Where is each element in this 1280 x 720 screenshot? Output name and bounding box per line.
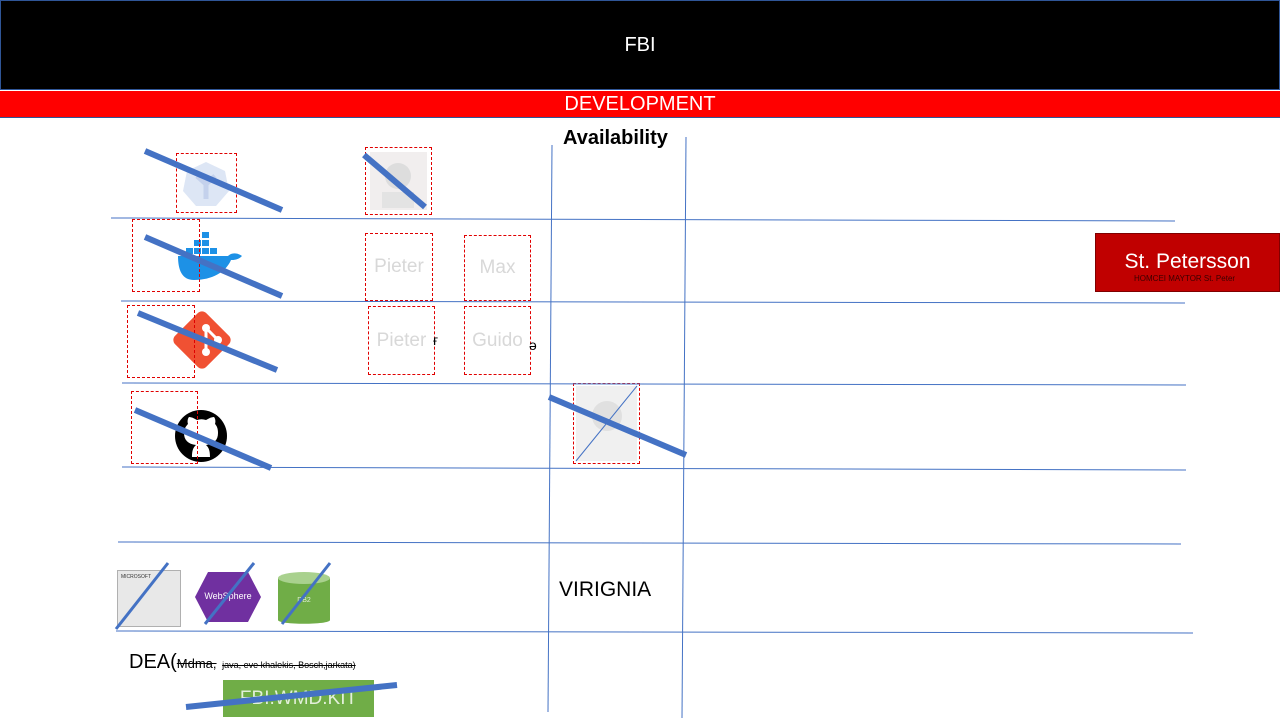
strike-line <box>143 148 284 213</box>
strike-remnant-glyph: ғ <box>433 332 439 348</box>
microsoft-label: MICROSOFT <box>121 574 151 580</box>
team-member-name[interactable]: Pieter <box>368 306 435 375</box>
strike-line <box>114 562 170 630</box>
city-card[interactable]: St. Petersson HOMCEI MAYTOR St. Peter <box>1095 233 1280 292</box>
row-divider <box>110 217 1176 222</box>
microsoft-icon: MICROSOFT <box>117 570 181 627</box>
strike-line <box>185 682 398 710</box>
row-divider <box>121 382 1187 386</box>
city-subtitle: HOMCEI MAYTOR St. Peter <box>1134 274 1236 283</box>
team-member-name[interactable]: Pieter <box>365 233 433 301</box>
team-member-name[interactable]: Guido <box>464 306 531 375</box>
dea-line: DEA(Mdma, java, eve khalekis, Bosch,jark… <box>129 651 356 674</box>
department-label: DEVELOPMENT <box>564 92 716 115</box>
dea-prefix: DEA( <box>129 651 177 673</box>
strike-line <box>143 234 284 299</box>
availability-heading: Availability <box>563 127 668 149</box>
row-divider <box>115 630 1194 634</box>
docker-icon-frame[interactable] <box>132 219 200 292</box>
team-member-name[interactable]: Max <box>464 235 531 301</box>
dea-item: Mdma, <box>176 656 217 671</box>
strike-line <box>280 562 332 625</box>
column-divider <box>547 144 553 713</box>
strike-line <box>136 310 279 373</box>
strike-line <box>362 152 427 210</box>
strike-line <box>547 394 688 458</box>
row-divider <box>121 466 1187 471</box>
db2-label: DB2 <box>297 597 311 604</box>
column-divider <box>681 136 687 719</box>
row-divider <box>120 300 1186 304</box>
row-divider <box>117 541 1182 545</box>
location-label: VIRIGNIA <box>559 578 652 601</box>
github-icon-frame[interactable] <box>131 391 198 464</box>
page-title: FBI <box>624 33 656 56</box>
city-name: St. Petersson <box>1124 250 1251 273</box>
department-banner: DEVELOPMENT <box>0 91 1280 118</box>
page-title-bar: FBI <box>0 0 1280 90</box>
dea-items-rest: java, eve khalekis, Bosch,jarkata) <box>222 660 356 670</box>
strike-line <box>133 407 273 471</box>
strike-line <box>203 562 256 625</box>
strike-remnant-glyph: ә <box>529 337 537 353</box>
git-icon-frame[interactable] <box>127 305 195 378</box>
